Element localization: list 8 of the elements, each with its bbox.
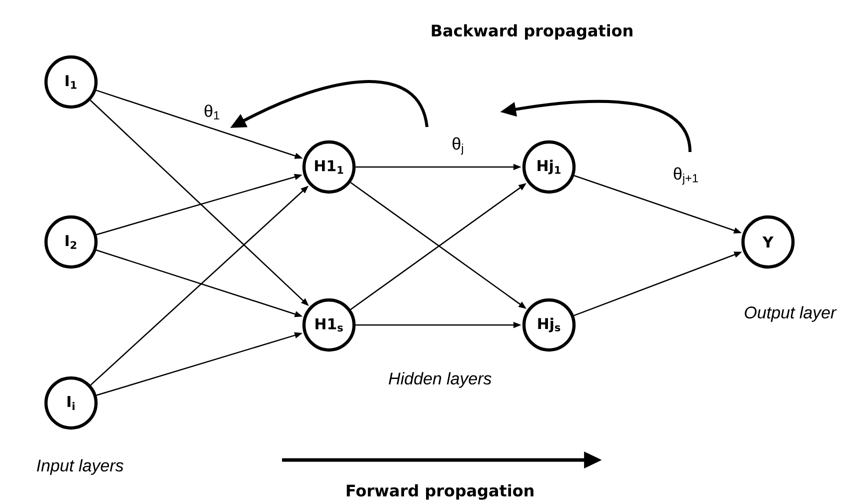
layer-label: Output layer: [744, 306, 837, 322]
heading-label: Forward propagation: [346, 484, 534, 500]
weight-label: θ$_{j+1}$: [674, 167, 698, 185]
weight-label: θ$_{j}$: [452, 137, 463, 155]
heading-label: Backward propagation: [432, 24, 632, 40]
weight-label: θ$_{1}$: [204, 104, 220, 120]
layer-label: Input layers: [36, 459, 124, 475]
layer-label: Hidden layers: [388, 372, 492, 388]
